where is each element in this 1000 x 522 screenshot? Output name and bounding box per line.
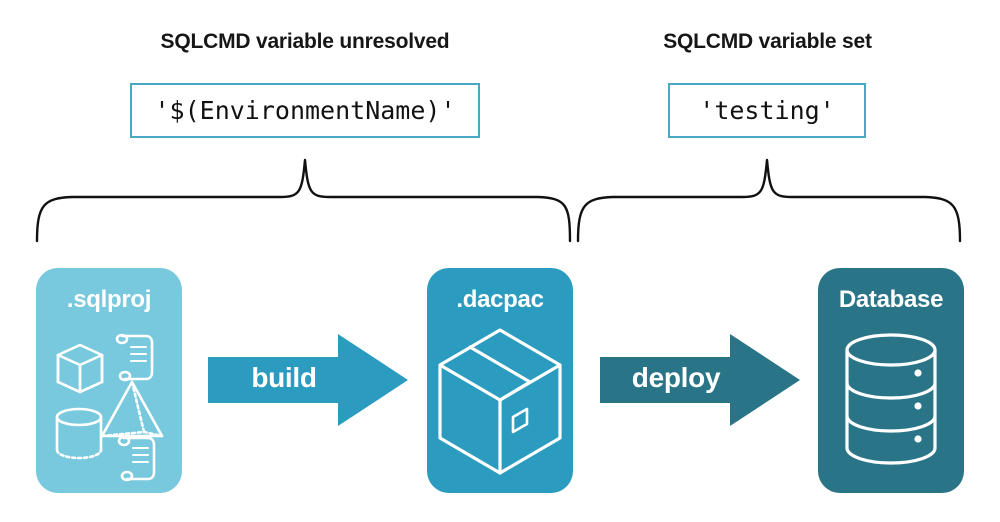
code-box-environment-name: '$(EnvironmentName)'	[130, 83, 480, 138]
curly-brace-right	[576, 158, 962, 243]
cube-icon	[56, 343, 104, 394]
panel-sqlproj-artwork	[55, 333, 164, 482]
panel-database-artwork	[845, 333, 937, 465]
database-cylinder-icon	[845, 333, 937, 465]
package-box-icon	[438, 328, 562, 475]
arrow-deploy: deploy	[600, 334, 800, 426]
panel-database: Database	[818, 268, 964, 493]
panel-sqlproj: .sqlproj	[36, 268, 182, 493]
arrow-deploy-shape	[600, 334, 800, 426]
curly-brace-left	[35, 158, 572, 243]
scroll-icon	[115, 333, 154, 382]
code-value-unresolved: '$(EnvironmentName)'	[154, 96, 456, 125]
code-box-testing: 'testing'	[668, 83, 866, 138]
code-value-set: 'testing'	[699, 96, 835, 125]
pyramid-icon	[100, 380, 164, 438]
cylinder-icon	[55, 407, 103, 460]
panel-dacpac: .dacpac	[427, 268, 573, 493]
arrow-build: build	[208, 334, 408, 426]
panel-database-title: Database	[838, 286, 944, 313]
panel-dacpac-artwork	[438, 328, 562, 475]
scroll-icon	[117, 435, 156, 482]
heading-sqlcmd-variable-unresolved: SQLCMD variable unresolved	[160, 30, 450, 53]
heading-sqlcmd-variable-set: SQLCMD variable set	[663, 30, 872, 53]
arrow-build-shape	[208, 334, 408, 426]
panel-dacpac-title: .dacpac	[456, 286, 544, 313]
panel-sqlproj-title: .sqlproj	[66, 286, 152, 313]
